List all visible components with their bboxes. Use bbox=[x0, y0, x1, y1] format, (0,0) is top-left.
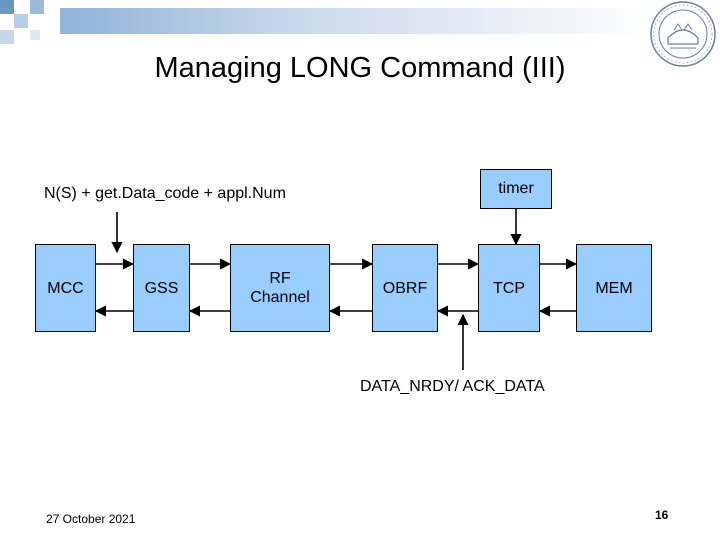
block-rf-channel: RF Channel bbox=[230, 244, 330, 332]
block-mem: MEM bbox=[576, 244, 652, 332]
timer-box: timer bbox=[480, 169, 552, 209]
block-tcp: TCP bbox=[478, 244, 540, 332]
block-obrf: OBRF bbox=[372, 244, 438, 332]
block-label: RF Channel bbox=[250, 270, 310, 306]
header-gradient-bar bbox=[60, 8, 660, 34]
corner-square-decoration bbox=[30, 30, 40, 40]
page-number: 16 bbox=[655, 508, 669, 522]
block-label: TCP bbox=[493, 279, 525, 297]
corner-square-decoration bbox=[30, 0, 44, 14]
corner-square-decoration bbox=[14, 14, 28, 28]
status-signal-label: DATA_NRDY/ ACK_DATA bbox=[360, 378, 545, 395]
input-command-label: N(S) + get.Data_code + appl.Num bbox=[44, 185, 286, 202]
block-label: MEM bbox=[595, 279, 633, 297]
corner-square-decoration bbox=[0, 30, 14, 44]
block-mcc: MCC bbox=[35, 244, 96, 332]
block-label: OBRF bbox=[382, 279, 428, 297]
block-label: MCC bbox=[47, 279, 84, 297]
slide-date: 27 October 2021 bbox=[46, 512, 136, 526]
block-gss: GSS bbox=[133, 244, 190, 332]
block-label: GSS bbox=[144, 279, 179, 297]
university-seal-logo bbox=[650, 1, 716, 67]
slide-title: Managing LONG Command (III) bbox=[154, 52, 566, 84]
corner-square-decoration bbox=[0, 0, 14, 14]
timer-label: timer bbox=[498, 180, 534, 197]
